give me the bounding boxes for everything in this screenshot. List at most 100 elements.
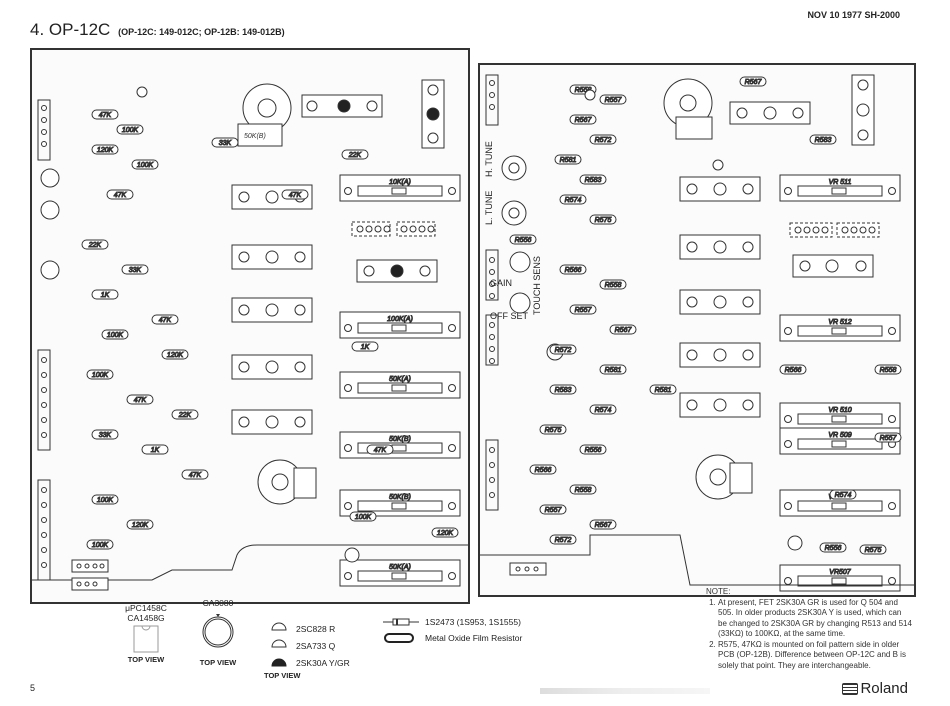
to5-ic-icon [202,614,234,648]
ic-1458-legend: μPC1458C CA1458G TOP VIEW [122,603,170,664]
resistor: 33K [121,264,149,275]
slide-pot-label: 50K(B) [389,436,411,443]
fet-transistor-icon [271,658,287,666]
resistor-label: R575 [595,217,612,224]
ic-name: μPC1458C [125,603,167,613]
resistor-label: R556 [515,237,532,244]
resistor-label: 47K [374,447,387,454]
brand-name: Roland [860,680,908,697]
slide-pot-label: VR507 [829,569,852,576]
resistor: R583 [809,134,837,145]
power-transistor-mount [679,74,875,418]
slide-pot: 10K(A) [339,174,461,202]
transistor-row: 2SK30A Y/GR [268,654,350,671]
ic-name: CA1458G [127,613,165,623]
ic-name: CA3080 [202,598,234,608]
resistor: R557 [874,432,902,443]
transistor-name: 2SC828 R [296,623,336,634]
resistor-label: 100K [92,542,109,549]
socket-strip [789,222,880,238]
resistor-label: R556 [825,545,842,552]
resistor: 120K [91,144,119,155]
right-pcb-drawing: H. TUNE L. TUNE GAIN TOUCH SENS OFF SET … [480,74,914,592]
note-title: NOTE: [706,587,731,596]
resistor: R567 [589,519,617,530]
resistor: 22K [341,149,369,160]
resistor-label: R558 [575,487,592,494]
gain-label: GAIN [490,278,512,288]
resistor: R567 [739,76,767,87]
resistor-label: R572 [555,537,572,544]
resistor-label: R558 [880,367,897,374]
resistor: R558 [599,279,627,290]
resistor-label: R575 [545,427,562,434]
diode-row: 1S2473 (1S953, 1S1555) [383,614,522,630]
resistor: 100K [91,494,119,505]
transistor-legend: 2SC828 R 2SA733 Q 2SK30A Y/GR TOP VIEW [264,620,350,680]
resistor: R556 [509,234,537,245]
transistor-name: 2SA733 Q [296,640,336,651]
resistor: 120K [431,527,459,538]
note-item: R575, 47KΩ is mounted on foil pattern si… [718,640,912,672]
potentiometer [663,78,753,500]
resistor-label: R567 [575,117,593,124]
resistor-name: Metal Oxide Film Resistor [425,633,523,643]
resistor-label: 47K [159,317,172,324]
resistor: 22K [171,409,199,420]
resistor-label: R583 [815,137,832,144]
resistor: R566 [559,264,587,275]
resistor-label: 1K [361,344,370,351]
resistor-label: R581 [605,367,622,374]
part-legend: 1S2473 (1S953, 1S1555) Metal Oxide Film … [383,614,522,646]
top-view-label: TOP VIEW [199,658,237,667]
pot-label: 50K(B) [244,133,266,140]
resistor: R572 [549,534,577,545]
resistor: R574 [829,489,857,500]
resistor: R572 [549,344,577,355]
resistor: R558 [569,484,597,495]
date-model: NOV 10 1977 SH-2000 [807,10,900,20]
slide-pot: 50K(A) [339,371,461,399]
page-title: 4. OP-12C (OP-12C: 149-012C; OP-12B: 149… [30,20,285,40]
section-number: 4. [30,20,45,39]
slide-pot-label: VR 510 [828,407,851,414]
resistor: R557 [569,304,597,315]
resistor-label: R556 [585,447,602,454]
slide-pot-label: 50K(A) [389,564,411,571]
resistor: 22K [81,239,109,250]
resistor-label: R572 [555,347,572,354]
resistor: 47K [281,189,309,200]
resistor: 33K [91,429,119,440]
resistor-label: R581 [560,157,577,164]
top-view-label: TOP VIEW [264,671,301,680]
resistor: R581 [554,154,582,165]
resistor-label: R566 [785,367,802,374]
resistor: 120K [161,349,189,360]
resistor: R581 [649,384,677,395]
slide-pot: VR 511 [779,174,901,202]
left-pcb-board: 50K(B) 10K(A)100K(A)50K(A)50K(B)50K(B)50… [30,48,470,604]
resistor-label: 100K [137,162,154,169]
resistor: 100K [86,369,114,380]
slide-pot: 50K(B) [339,431,461,459]
resistor: R583 [579,174,607,185]
resistor: 47K [126,394,154,405]
npn-transistor-icon [271,622,287,630]
resistor-label: 100K [92,372,109,379]
slide-pot-label: VR 509 [828,432,851,439]
resistor-label: 33K [219,140,232,147]
resistor: 100K [116,124,144,135]
potentiometer [237,83,317,505]
touch-sens-label: TOUCH SENS [532,256,542,315]
resistor-label: 47K [189,472,202,479]
resistor-label: 100K [107,332,124,339]
resistor-label: 47K [289,192,302,199]
resistor: R572 [589,134,617,145]
resistor-label: 100K [122,127,139,134]
l-tune-label: L. TUNE [484,191,494,225]
resistor: R583 [549,384,577,395]
slide-pot-label: 50K(B) [389,494,411,501]
diode-icon [383,618,419,626]
resistor: 100K [349,511,377,522]
resistor-label: R557 [605,97,623,104]
